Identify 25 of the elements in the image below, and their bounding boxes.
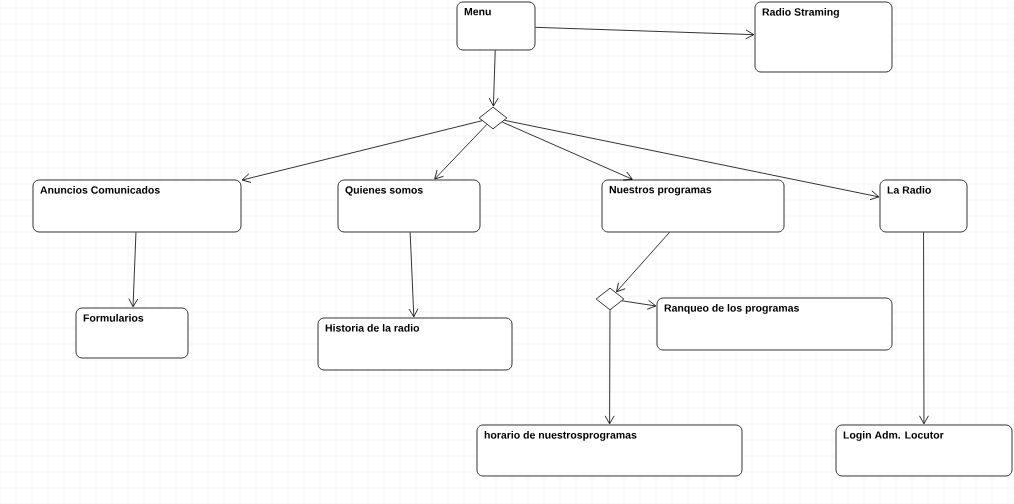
process-box: La Radio [879, 179, 968, 233]
process-box: Anuncios Comunicados [32, 179, 242, 233]
process-box: Historia de la radio [317, 317, 513, 371]
arrow [408, 232, 419, 318]
process-box: Radio Straming [754, 1, 893, 73]
arrow [241, 120, 483, 183]
arrow [616, 232, 670, 293]
process-box: Formularios [75, 307, 189, 359]
decision-diamond [595, 287, 625, 311]
arrow [128, 232, 139, 308]
process-box: Menu [456, 1, 536, 51]
arrow [501, 121, 633, 181]
arrow [621, 299, 657, 310]
arrow [604, 309, 615, 425]
arrow [504, 119, 880, 201]
arrow [919, 232, 929, 425]
process-box: Ranqueo de los programas [656, 297, 893, 351]
process-box: horario de nuestrosprogramas [476, 424, 743, 477]
decision-diamond [478, 106, 508, 130]
process-box: Nuestros programas [601, 179, 785, 233]
process-box: Quienes somos [337, 179, 481, 233]
arrow [535, 26, 755, 40]
arrow [434, 124, 488, 180]
arrow [488, 50, 499, 107]
process-box: Login Adm. Locutor [835, 424, 1013, 477]
